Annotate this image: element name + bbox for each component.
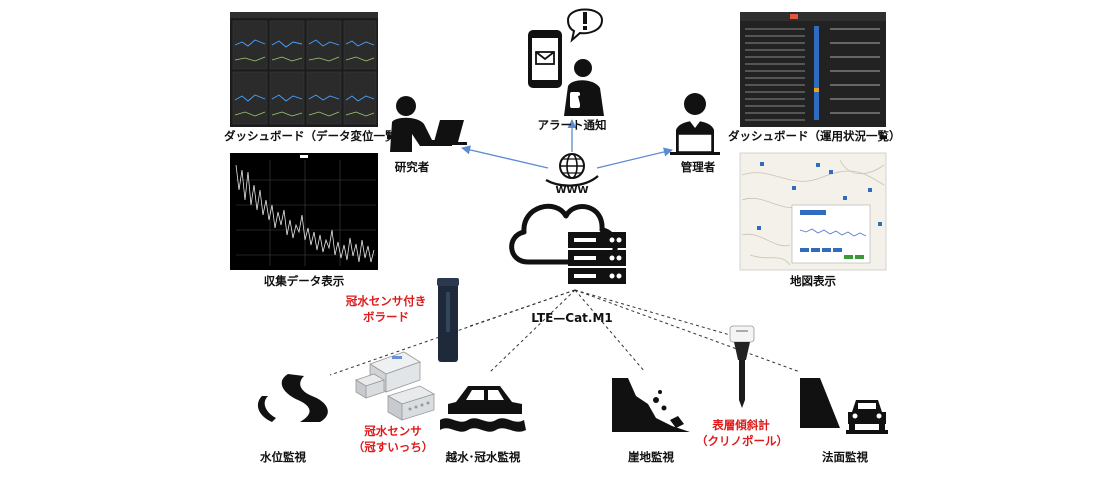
flood-sensor-device <box>355 351 435 421</box>
flood-sensor-label-1: 冠水センサ <box>364 424 422 438</box>
lte-links <box>329 289 801 376</box>
tilt-sensor-device <box>729 325 755 408</box>
dashboard-data-label: ダッシュボード（データ変位一覧） <box>224 129 408 143</box>
collected-data-label: 収集データ表示 <box>263 274 345 288</box>
researcher-label: 研究者 <box>394 160 430 174</box>
bollard-label-1: 冠水センサ付き <box>345 294 427 308</box>
cloud-server-icon <box>509 203 626 284</box>
alert-icon <box>528 8 604 116</box>
slope-label: 法面監視 <box>822 450 868 464</box>
slope-road-icon <box>800 378 888 434</box>
dashboard-data-screen <box>230 12 378 127</box>
overflow-label: 越水･冠水監視 <box>445 450 521 464</box>
river-icon <box>257 374 328 422</box>
cliff-label: 崖地監視 <box>628 450 674 464</box>
manager-icon <box>670 93 720 155</box>
manager-label: 管理者 <box>680 160 716 174</box>
bollard-label-2: ボラード <box>363 310 409 324</box>
flood-sensor-label-2: （冠すいっち） <box>352 440 434 454</box>
map-screen <box>739 152 887 271</box>
flooded-car-icon <box>440 386 526 432</box>
alert-label: アラート通知 <box>537 118 607 132</box>
researcher-icon <box>390 96 467 152</box>
network-label: LTE—Cat.M1 <box>531 311 613 325</box>
dashboard-status-screen <box>740 12 886 127</box>
cliff-icon <box>612 378 690 432</box>
bollard-device <box>437 278 459 362</box>
tilt-sensor-label-1: 表層傾斜計 <box>712 418 770 432</box>
connection-arrows <box>461 119 673 169</box>
dashboard-status-label: ダッシュボード（運用状況一覧） <box>728 129 901 143</box>
www-globe-icon <box>545 153 599 187</box>
water-level-label: 水位監視 <box>260 450 306 464</box>
arrow-to-manager <box>596 147 673 169</box>
map-view-label: 地図表示 <box>790 274 836 288</box>
tilt-sensor-label-2: （クリノポール） <box>696 434 788 448</box>
arrow-to-researcher <box>461 145 549 169</box>
collected-data-screen <box>230 153 378 270</box>
www-label: WWW <box>555 185 589 196</box>
